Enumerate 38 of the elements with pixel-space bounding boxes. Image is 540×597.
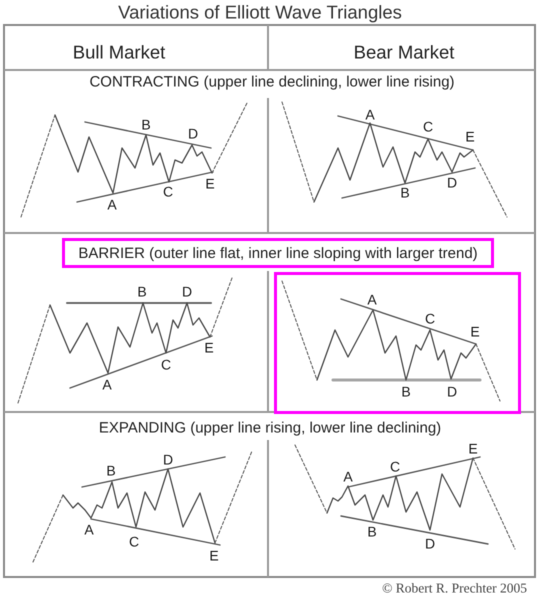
wave-label: C [128,534,140,550]
wave-label: A [84,522,94,538]
wave-label: B [400,186,410,200]
wave-label: B [141,118,151,132]
highlighted-row-header: BARRIER (outer line flat, inner line sloping with larger trend) [62,238,494,268]
wave-label: B [401,384,411,400]
wave-label: D [446,384,458,400]
highlight-frame [274,272,521,414]
wave-label: D [188,126,198,142]
wave-label: A [102,378,112,392]
row-header: CONTRACTING (upper line declining, lower line rising) [89,74,455,90]
wave-label: D [424,536,436,552]
wave-label: A [107,198,117,212]
wave-label: A [367,292,377,308]
wave-label: C [162,184,174,200]
diagram-title: Variations of Elliott Wave Triangles [118,2,402,22]
wave-label: A [365,108,375,122]
column-header: Bull Market [72,42,166,62]
wave-label: D [162,452,174,468]
wave-label: D [446,176,458,190]
wave-label: E [470,324,480,340]
wave-label: E [465,130,475,144]
wave-label: E [468,442,478,456]
copyright-notice: © Robert R. Prechter 2005 [382,580,527,596]
wave-label: C [160,358,172,372]
wave-label: D [182,284,192,300]
wave-label: C [422,120,434,134]
wave-label: A [343,470,353,484]
wave-label: B [137,284,147,300]
wave-label: E [209,548,219,564]
wave-label: B [367,524,377,540]
wave-label: E [205,176,215,192]
wave-label: C [390,460,400,474]
wave-label: C [424,312,436,326]
wave-label: B [106,464,116,478]
row-header: EXPANDING (upper line rising, lower line declining) [98,420,442,436]
wave-label: E [204,340,214,356]
column-header: Bear Market [354,42,454,62]
